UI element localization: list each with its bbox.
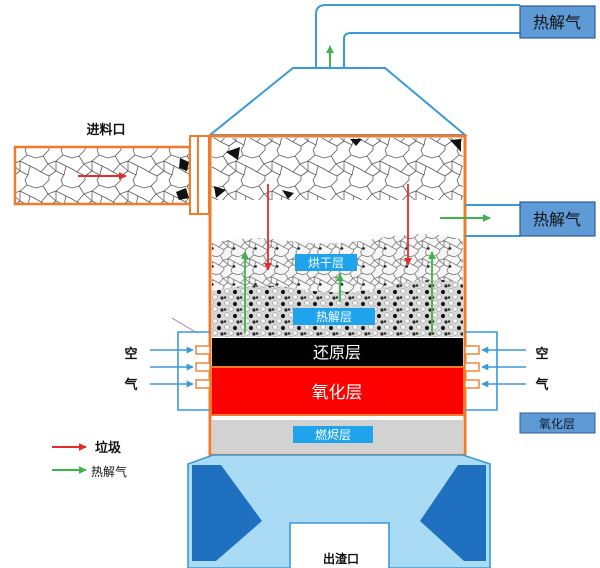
black-stone: [176, 188, 189, 200]
right-air-label-1: 空: [535, 346, 548, 362]
hopper-left-wall: [192, 465, 262, 561]
feed-tube: [13, 145, 192, 206]
feed-port-label: 进料口: [86, 122, 125, 138]
black-stone: [179, 158, 189, 171]
waste-top-block: [212, 138, 463, 200]
hopper-right-wall: [420, 465, 486, 561]
legend-label-waste: 垃圾: [95, 440, 122, 456]
right-air-nozzles: [464, 345, 480, 389]
top-outlet-box: 热解气: [519, 5, 596, 39]
pyrolysis-layer-label: 热解层: [316, 310, 352, 324]
drying-layer-label: 烘干层: [308, 256, 344, 270]
pipe-inner-wall: [343, 32, 520, 70]
pipe-outer-wall: [315, 4, 520, 70]
black-stone: [282, 190, 294, 199]
burnout-layer: 燃烬层: [212, 420, 463, 453]
oxidation-layer-label: 氧化层: [312, 383, 363, 403]
top-outlet-label: 热解气: [533, 13, 581, 32]
ash-hopper: [187, 454, 491, 568]
legend-label-gas: 热解气: [91, 464, 127, 479]
legend: 垃圾 热解气: [52, 440, 127, 479]
side-outlet-box: 热解气: [519, 201, 596, 237]
black-stone: [214, 186, 226, 198]
side-gas-pipe: [465, 204, 520, 237]
black-stone: [350, 139, 362, 146]
slag-outlet-opening: [291, 524, 388, 568]
oxidation-side-label: 氧化层: [539, 417, 575, 431]
left-air-nozzles: [195, 345, 211, 389]
drying-layer-label-box: 烘干层: [295, 254, 357, 271]
leader-line: [171, 317, 198, 334]
left-air-duct: [177, 331, 210, 411]
oxidation-layer: 氧化层: [210, 366, 465, 416]
left-air-label-1: 空: [124, 346, 137, 362]
reduction-layer: 还原层: [212, 338, 463, 366]
left-air-arrows: [150, 346, 194, 388]
furnace-hood: [207, 67, 468, 136]
side-outlet-label: 热解气: [533, 210, 581, 229]
right-air-arrows: [481, 346, 526, 388]
slag-outlet-label: 出渣口: [323, 551, 359, 566]
oxidation-side-box: 氧化层: [519, 412, 596, 434]
right-air-label-2: 气: [535, 377, 548, 393]
burnout-layer-label-box: [293, 426, 373, 443]
burnout-layer-label: 燃烬层: [315, 427, 351, 442]
feed-flange: [189, 135, 210, 215]
black-stone: [450, 139, 461, 152]
black-stone: [226, 147, 240, 160]
left-air-label-2: 气: [124, 377, 137, 393]
reduction-layer-label: 还原层: [313, 343, 361, 362]
top-gas-pipe: [315, 4, 520, 70]
right-air-duct: [465, 331, 498, 411]
pyrolysis-layer-label-box: 热解层: [293, 308, 375, 325]
